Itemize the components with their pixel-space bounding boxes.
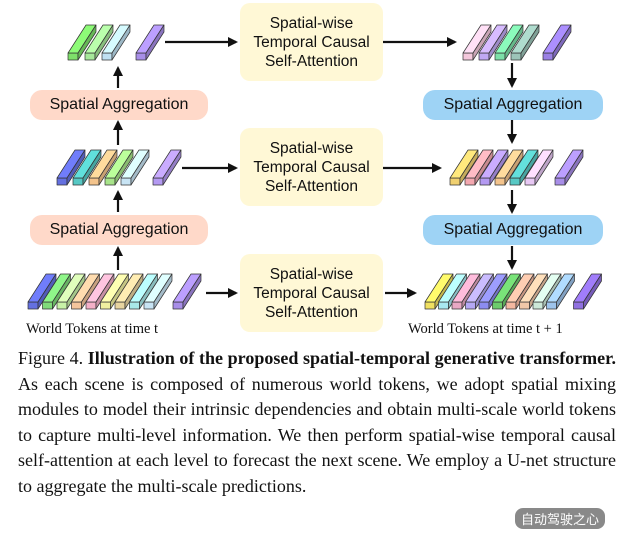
token-side — [519, 149, 539, 186]
attention-block-label: Spatial-wise Temporal Causal Self-Attent… — [253, 14, 370, 70]
token-side — [534, 149, 554, 186]
token-front — [27, 301, 39, 310]
attention-block-middle: Spatial-wise Temporal Causal Self-Attent… — [240, 128, 383, 206]
token-side — [520, 24, 540, 61]
aggregation-label: Spatial Aggregation — [49, 96, 189, 113]
diagram-canvas — [27, 24, 602, 310]
spatial-aggregation-right-1: Spatial Aggregation — [423, 90, 603, 120]
token-front — [152, 177, 164, 186]
spatial-aggregation-left-2: Spatial Aggregation — [30, 215, 208, 245]
token-side — [488, 24, 508, 61]
token-front — [492, 301, 503, 310]
token-side — [77, 24, 97, 61]
aggregation-label: Spatial Aggregation — [49, 221, 189, 238]
token-front — [56, 177, 68, 186]
token-side — [114, 149, 134, 186]
label-world-tokens-t: World Tokens at time t — [26, 321, 159, 337]
token-front — [42, 301, 53, 310]
token-front — [72, 177, 84, 186]
token-side — [82, 149, 102, 186]
token-front — [573, 301, 584, 310]
token-front — [554, 177, 566, 186]
token-side — [556, 273, 575, 310]
token-front — [172, 301, 184, 310]
token-front — [84, 52, 96, 61]
token-front — [532, 301, 544, 310]
token-front — [524, 177, 536, 186]
token-front — [519, 301, 530, 310]
aggregation-label: Spatial Aggregation — [443, 221, 583, 238]
token-front — [478, 52, 490, 61]
watermark: 自动驾驶之心 — [514, 508, 605, 529]
token-side — [504, 24, 524, 61]
caption-body: As each scene is composed of numerous wo… — [18, 373, 616, 496]
token-front — [114, 301, 126, 310]
caption-title: Illustration of the proposed spatial-tem… — [87, 348, 617, 368]
label-world-tokens-t1: World Tokens at time t + 1 — [408, 321, 563, 337]
token-front — [546, 301, 557, 310]
attention-block-label: Spatial-wise Temporal Causal Self-Attent… — [253, 265, 370, 321]
token-front — [85, 301, 97, 310]
token-side — [98, 149, 118, 186]
token-front — [462, 52, 474, 61]
token-front — [505, 301, 517, 310]
spatial-aggregation-left-1: Spatial Aggregation — [30, 90, 208, 120]
attention-block-label: Spatial-wise Temporal Causal Self-Attent… — [253, 139, 370, 195]
token-front — [451, 301, 463, 310]
token-front — [449, 177, 461, 186]
token-front — [120, 177, 132, 186]
token-side — [66, 149, 86, 186]
token-front — [56, 301, 68, 310]
token-front — [438, 301, 449, 310]
token-front — [88, 177, 100, 186]
token-side — [474, 149, 494, 186]
token-side — [583, 273, 602, 310]
caption-label: Figure 4. — [18, 348, 84, 368]
token-front — [479, 177, 491, 186]
architecture-diagram: Spatial-wise Temporal Causal Self-Attent… — [26, 3, 603, 337]
token-front — [464, 177, 476, 186]
token-side — [459, 149, 479, 186]
attention-block-bottom: Spatial-wise Temporal Causal Self-Attent… — [240, 254, 383, 332]
token-front — [478, 301, 490, 310]
token-front — [424, 301, 436, 310]
token-side — [552, 24, 572, 61]
token-side — [564, 149, 584, 186]
token-front — [129, 301, 140, 310]
token-front — [494, 177, 506, 186]
token-side — [504, 149, 524, 186]
token-side — [162, 149, 182, 186]
token-front — [71, 301, 82, 310]
token-front — [135, 52, 147, 61]
token-side — [145, 24, 165, 61]
token-side — [130, 149, 150, 186]
token-side — [94, 24, 114, 61]
token-side — [472, 24, 492, 61]
token-side — [153, 273, 173, 310]
token-front — [143, 301, 155, 310]
token-front — [101, 52, 113, 61]
token-front — [104, 177, 116, 186]
token-side — [489, 149, 509, 186]
token-front — [465, 301, 476, 310]
token-front — [100, 301, 111, 310]
spatial-aggregation-right-2: Spatial Aggregation — [423, 215, 603, 245]
token-front — [509, 177, 521, 186]
attention-block-top: Spatial-wise Temporal Causal Self-Attent… — [240, 3, 383, 81]
token-front — [494, 52, 506, 61]
token-side — [111, 24, 131, 61]
token-front — [510, 52, 522, 61]
token-front — [67, 52, 79, 61]
figure-caption: Figure 4. Illustration of the proposed s… — [18, 346, 616, 499]
token-front — [542, 52, 554, 61]
token-side — [182, 273, 202, 310]
aggregation-label: Spatial Aggregation — [443, 96, 583, 113]
